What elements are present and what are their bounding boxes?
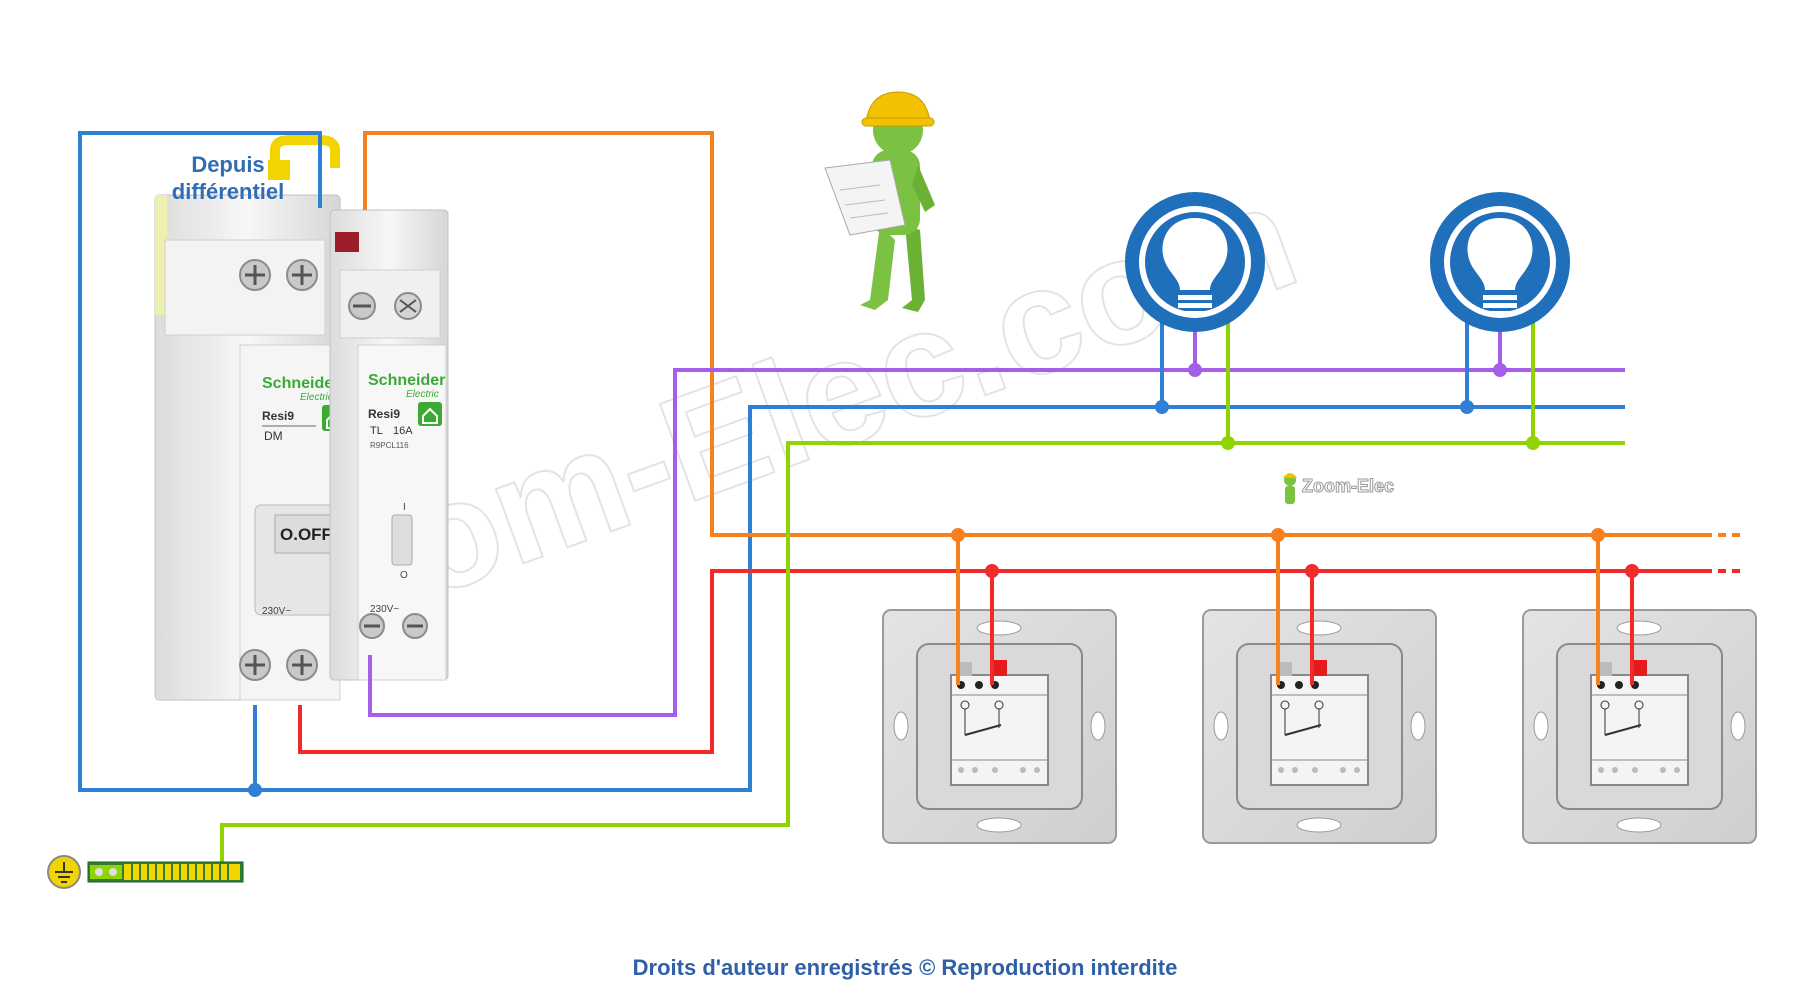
- breaker-dm-module: Schneider Electric Resi9 DM O.OFF 230V~: [154, 194, 351, 701]
- tl-series: Resi9: [368, 407, 400, 421]
- tl-voltage: 230V~: [370, 604, 399, 615]
- screw-terminal: [348, 292, 376, 320]
- tl-mark-on: I: [403, 502, 406, 513]
- house-icon: [418, 402, 442, 426]
- earth-wire: [220, 441, 1620, 862]
- tl-ref: R9PCL116: [370, 441, 409, 450]
- tl-brand: Schneider: [368, 372, 445, 389]
- lamp-1: [1125, 192, 1265, 332]
- bulb-icon: [1125, 192, 1265, 332]
- pushbutton-icon: [1202, 609, 1437, 844]
- screw-terminal: [239, 259, 271, 291]
- phase-in-wire: [363, 131, 1710, 537]
- earth-terminal-bar: [47, 855, 244, 889]
- zoom-elec-logo: Zoom-Elec: [1283, 473, 1395, 504]
- screw-terminal: [286, 259, 318, 291]
- screw-terminal: [239, 649, 271, 681]
- pushbutton-3: [1522, 609, 1757, 844]
- pushbutton-icon: [882, 609, 1117, 844]
- ground-icon: [47, 855, 81, 889]
- tl-rating: 16A: [393, 425, 413, 437]
- lamp-2: [1430, 192, 1570, 332]
- dm-voltage: 230V~: [262, 606, 291, 617]
- tl-mark-off: O: [400, 570, 408, 581]
- source-label-line1: Depuis: [191, 152, 264, 177]
- screw-terminal: [402, 613, 428, 639]
- worker-mini-icon: [1283, 473, 1297, 504]
- dm-model: DM: [264, 429, 283, 443]
- lamp-return-wire: [368, 368, 1620, 717]
- dm-series: Resi9: [262, 409, 294, 423]
- relay-tl-module: Schneider Electric Resi9 TL 16A R9PCL116…: [329, 209, 449, 681]
- neutral-wire-source: [78, 131, 1620, 792]
- copyright-footer: Droits d'auteur enregistrés © Reproducti…: [633, 955, 1178, 980]
- worker-figure-icon: [824, 91, 935, 312]
- screw-terminal: [286, 649, 318, 681]
- source-label-line2: différentiel: [172, 179, 284, 204]
- pushbutton-2: [1202, 609, 1437, 844]
- tl-brand-sub: Electric: [406, 389, 439, 400]
- tl-model: TL: [370, 425, 383, 437]
- bulb-icon: [1430, 192, 1570, 332]
- tl-toggle: [391, 514, 413, 566]
- screw-terminal: [394, 292, 422, 320]
- pushbutton-icon: [1522, 609, 1757, 844]
- zoom-elec-logo-text: Zoom-Elec: [1302, 476, 1394, 496]
- dm-brand-sub: Electric: [300, 392, 333, 403]
- dm-brand: Schneider: [262, 375, 339, 392]
- dm-handle-label: O.OFF: [280, 525, 332, 544]
- screw-terminal: [359, 613, 385, 639]
- pushbutton-1: [882, 609, 1117, 844]
- phase-out-wire: [298, 569, 1710, 754]
- breaker-assembly: Schneider Electric Resi9 DM O.OFF 230V~ …: [154, 135, 449, 701]
